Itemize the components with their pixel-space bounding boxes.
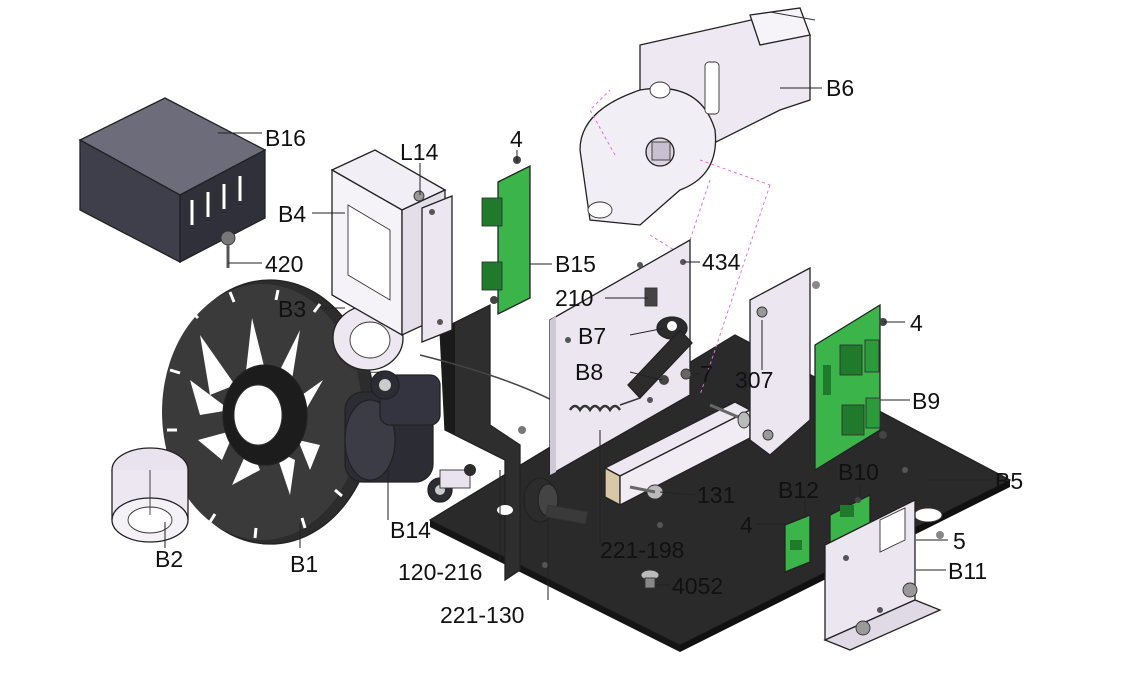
label-l14: L14 bbox=[400, 139, 439, 165]
screw-420 bbox=[220, 230, 236, 268]
vertical-plate bbox=[518, 238, 693, 477]
label-b8: B8 bbox=[575, 359, 603, 385]
label-420: 420 bbox=[265, 251, 303, 277]
shaft-221-130 bbox=[523, 477, 588, 525]
disc-b1 bbox=[162, 279, 376, 545]
label-120-216: 120-216 bbox=[398, 559, 482, 585]
vertical-bracket bbox=[439, 303, 521, 582]
label-b2: B2 bbox=[155, 546, 183, 572]
spring bbox=[568, 397, 641, 413]
label-434: 434 bbox=[702, 249, 741, 275]
standoff-plate-307 bbox=[749, 266, 820, 456]
nut-b2 bbox=[111, 447, 189, 543]
label-131: 131 bbox=[697, 482, 735, 508]
label-4-bottom: 4 bbox=[740, 512, 753, 538]
label-5: 5 bbox=[953, 528, 966, 554]
lever-b8 bbox=[627, 329, 693, 399]
pcb-b10 bbox=[829, 493, 871, 547]
label-4052: 4052 bbox=[672, 573, 723, 599]
leader-lines bbox=[164, 87, 990, 600]
label-221-198: 221-198 bbox=[600, 537, 684, 563]
strip-221-198 bbox=[603, 401, 752, 507]
label-b7: B7 bbox=[578, 323, 606, 349]
label-b15: B15 bbox=[555, 251, 596, 277]
pcb-b12 bbox=[784, 514, 811, 573]
label-4-right: 4 bbox=[910, 310, 923, 336]
label-b11: B11 bbox=[948, 558, 987, 584]
label-210: 210 bbox=[555, 285, 593, 311]
screw-131 bbox=[629, 484, 664, 500]
label-b1: B1 bbox=[290, 551, 318, 577]
bracket-b6 bbox=[579, 7, 816, 226]
plate-l14 bbox=[413, 190, 453, 343]
pcb-b9 bbox=[814, 303, 887, 472]
label-b5: B5 bbox=[995, 468, 1023, 494]
labels: B16 420 L14 4 B4 B15 B3 B6 434 210 B7 B8… bbox=[155, 75, 1023, 628]
label-b3: B3 bbox=[278, 296, 306, 322]
bracket-b11 bbox=[823, 498, 944, 651]
label-4-top: 4 bbox=[510, 126, 523, 152]
pcb-b15 bbox=[481, 156, 531, 316]
cover-b16 bbox=[78, 97, 267, 268]
label-307: 307 bbox=[735, 367, 773, 393]
bushing-210 bbox=[644, 287, 658, 307]
label-b9: B9 bbox=[912, 388, 940, 414]
label-7: 7 bbox=[700, 361, 713, 387]
label-b4: B4 bbox=[278, 201, 306, 227]
label-221-130: 221-130 bbox=[440, 602, 524, 628]
label-b16: B16 bbox=[265, 125, 306, 151]
label-b6: B6 bbox=[826, 75, 854, 101]
screw-4052 bbox=[640, 569, 660, 589]
label-b12: B12 bbox=[778, 477, 819, 503]
label-b14: B14 bbox=[390, 517, 431, 543]
screw-l14 bbox=[413, 190, 425, 202]
caliper-b14 bbox=[344, 370, 476, 503]
label-b10: B10 bbox=[838, 459, 879, 485]
